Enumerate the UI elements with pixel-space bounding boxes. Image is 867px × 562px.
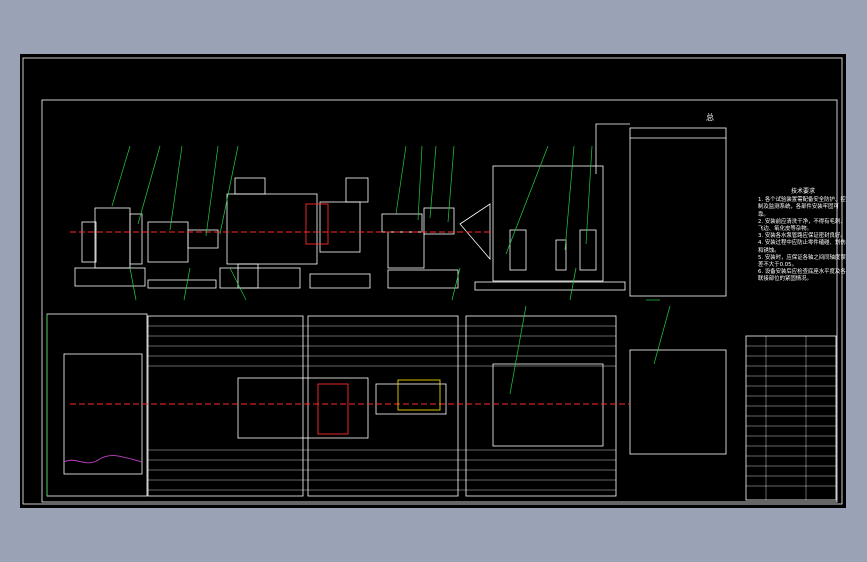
note-line: 2. 安装前应清洗干净，不得有毛刺、飞边、氧化皮等杂物。 bbox=[758, 218, 846, 233]
outer-frame bbox=[22, 57, 843, 505]
test-chamber bbox=[226, 193, 318, 265]
elev-base-2 bbox=[147, 279, 217, 289]
note-line: 1. 各个试验装置需配备安全防护、控制及监测系统，各部件安装牢固可靠。 bbox=[758, 197, 846, 218]
motor-left bbox=[94, 207, 131, 269]
note-line: 6. 设备安装后应检查底座水平度及各联接部位的紧固情况。 bbox=[758, 269, 846, 283]
plan-tank bbox=[492, 363, 604, 447]
elev-base-5 bbox=[387, 269, 459, 289]
elev-base-3 bbox=[219, 267, 301, 289]
elev-base-4 bbox=[309, 273, 371, 289]
title-block bbox=[745, 335, 837, 501]
plan-cabinet bbox=[629, 349, 727, 455]
notes-title: 技术要求 bbox=[790, 188, 815, 195]
note-line: 3. 安装各水泵管路应保证密封良好。 bbox=[758, 233, 846, 240]
note-line: 5. 安装时，应保证各轴之间同轴度误差不大于0.05。 bbox=[758, 254, 846, 269]
cabinet bbox=[629, 127, 727, 297]
assembly-drawing bbox=[22, 57, 843, 505]
plan-frame bbox=[46, 313, 148, 497]
sheet-title: 总 bbox=[706, 113, 714, 122]
elev-base-left bbox=[74, 267, 146, 287]
inner-frame bbox=[41, 99, 838, 503]
highlight-box bbox=[397, 379, 441, 411]
water-tank bbox=[492, 165, 604, 282]
drawing-sheet: 总 技术要求 1. 各个试验装置需配备安全防护、控制及监测系统，各部件安装牢固可… bbox=[20, 54, 846, 508]
technical-notes: 技术要求 1. 各个试验装置需配备安全防护、控制及监测系统，各部件安装牢固可靠。… bbox=[758, 188, 848, 284]
cable-trace bbox=[63, 455, 143, 464]
note-line: 4. 安装过程中应防止零件磕碰、划伤和锈蚀。 bbox=[758, 240, 846, 254]
elev-base-6 bbox=[474, 281, 626, 291]
